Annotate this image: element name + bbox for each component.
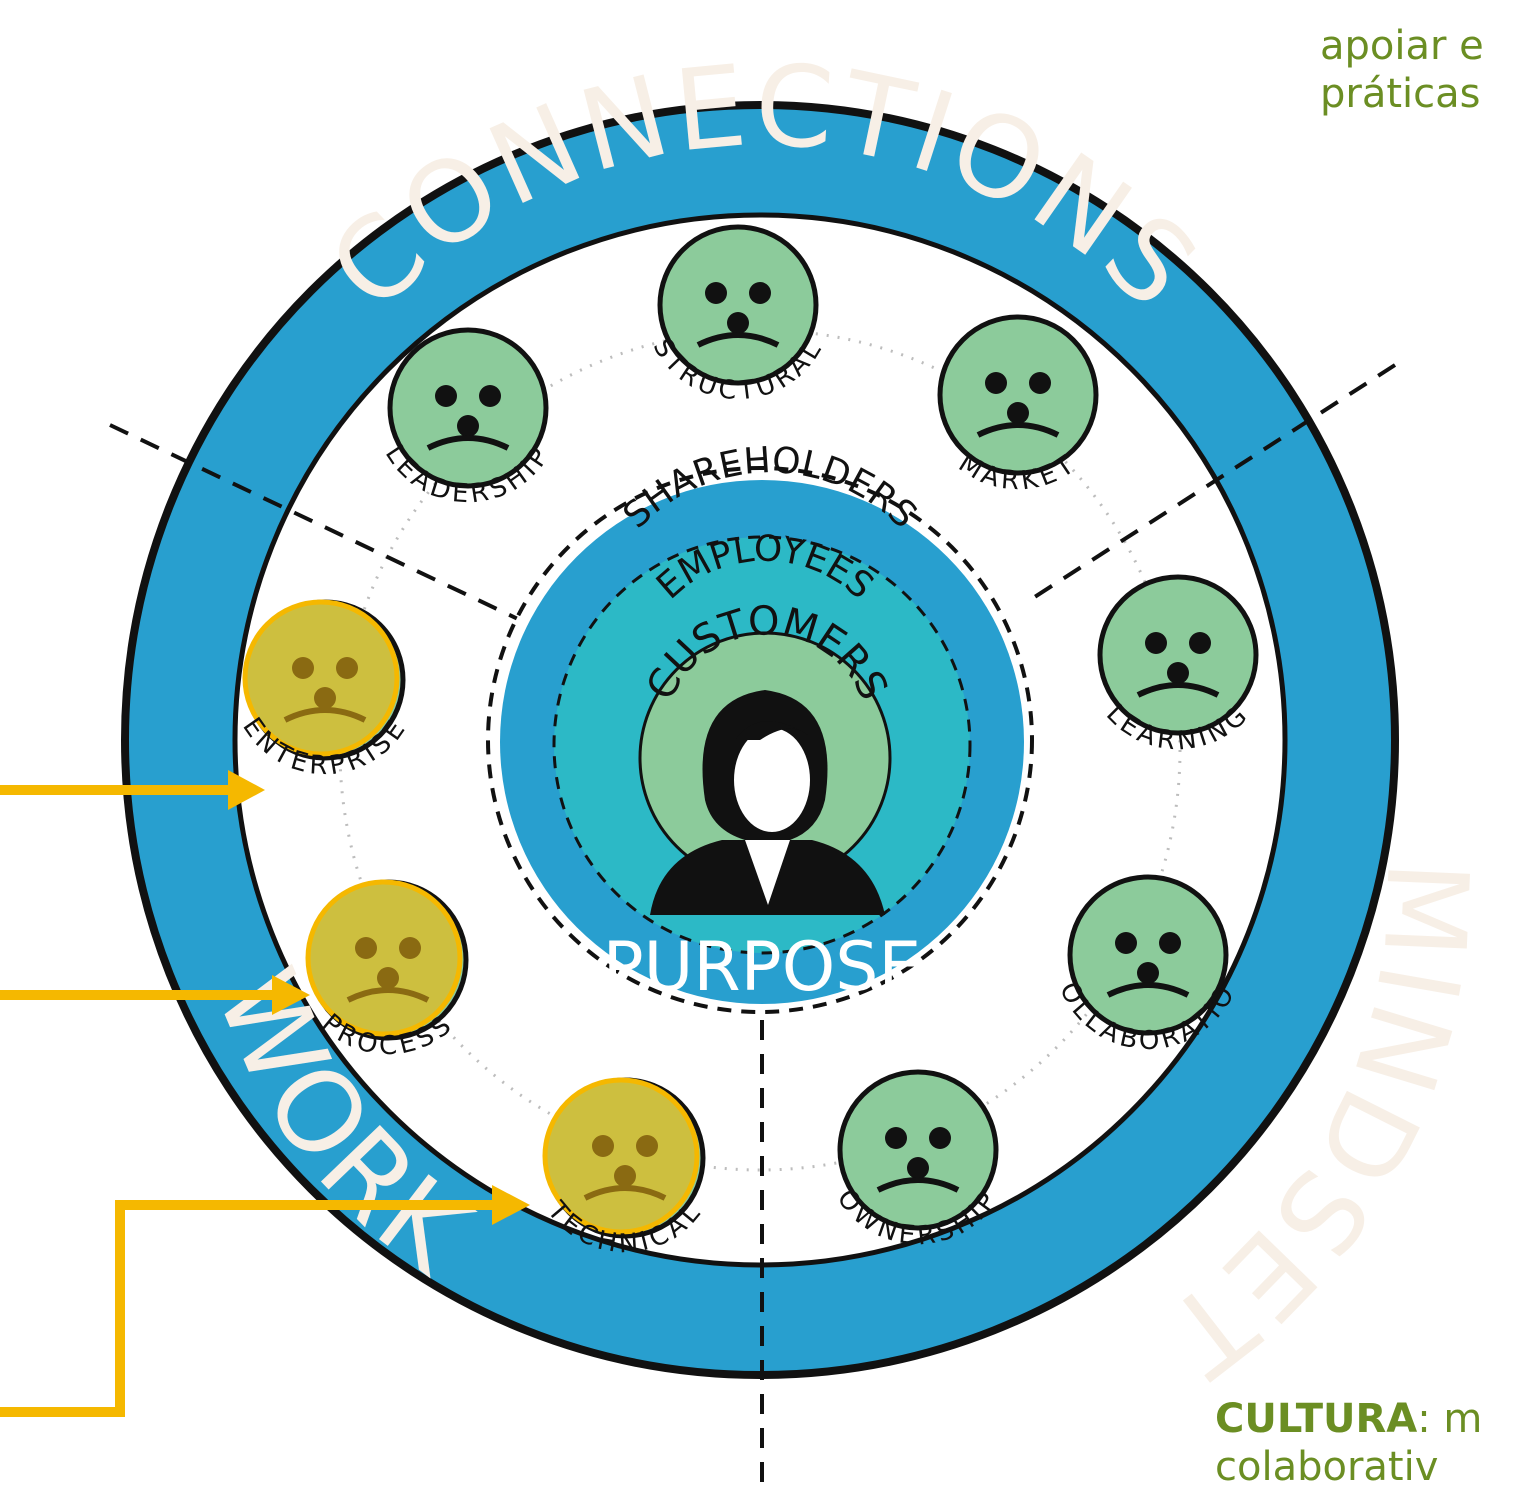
arrow-connectors bbox=[0, 770, 530, 1417]
market-trend-icon bbox=[976, 372, 1060, 438]
arrow-head-process bbox=[272, 975, 310, 1015]
divider-right bbox=[1028, 363, 1397, 602]
team-table-icon bbox=[1106, 932, 1190, 998]
side-text-top-line1: apoiar e bbox=[1320, 23, 1484, 69]
divider-left bbox=[109, 423, 521, 622]
org-structure-icon bbox=[696, 282, 780, 348]
process-trend-icon bbox=[346, 937, 430, 1003]
person-icon bbox=[650, 690, 885, 915]
side-text-top: apoiar e práticas bbox=[1320, 22, 1484, 118]
node-process: PROCESS bbox=[305, 879, 469, 1061]
arrow-head-enterprise bbox=[228, 770, 265, 810]
side-text-bottom: CULTURA: m colaborativ bbox=[1215, 1395, 1482, 1486]
hand-holding-people-icon bbox=[426, 385, 510, 451]
node-structural: STRUCTURAL bbox=[647, 224, 825, 407]
node-leadership: LEADERSHIP bbox=[379, 327, 553, 509]
open-book-icon bbox=[1136, 632, 1220, 698]
node-highlight-process bbox=[305, 879, 463, 1037]
node-market: MARKET bbox=[937, 314, 1099, 497]
side-text-bottom-bold: CULTURA bbox=[1215, 1396, 1418, 1442]
node-learning: LEARNING bbox=[1097, 574, 1259, 757]
node-technical: TECHNICAL bbox=[541, 1077, 706, 1260]
node-ownership: OWNERSHIP bbox=[831, 1069, 1001, 1252]
hands-cube-icon bbox=[876, 1127, 960, 1193]
node-circle-market bbox=[937, 314, 1099, 476]
side-text-bottom-rest: : m bbox=[1417, 1396, 1483, 1442]
arrow-head-technical bbox=[492, 1185, 530, 1225]
cube-cycle-icon bbox=[583, 1135, 667, 1201]
center-purpose-label: PURPOSE bbox=[603, 928, 922, 1007]
orbit-dotted-circle bbox=[338, 328, 1182, 1172]
building-icon bbox=[283, 657, 367, 723]
side-text-top-line2: práticas bbox=[1320, 71, 1481, 117]
arrow-to-technical bbox=[0, 1200, 495, 1417]
side-text-bottom-line2: colaborativ bbox=[1215, 1444, 1439, 1486]
node-enterprise: ENTERPRISE bbox=[236, 599, 410, 781]
